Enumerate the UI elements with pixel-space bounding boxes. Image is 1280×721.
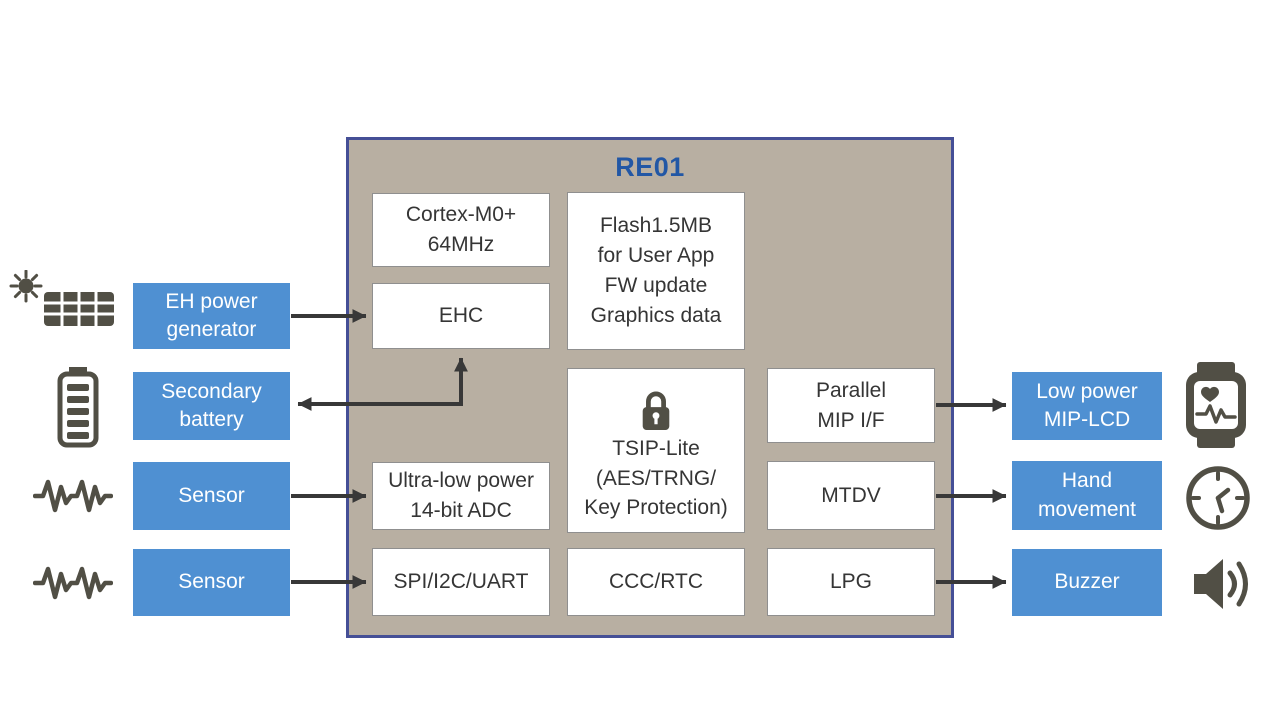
block-adc: Ultra-low power 14-bit ADC: [372, 462, 550, 530]
clock-icon: [1184, 464, 1252, 532]
block-ehc: EHC: [372, 283, 550, 349]
input-eh-power-generator: EH power generator: [133, 283, 290, 349]
block-lpg: LPG: [767, 548, 935, 616]
smartwatch-icon: [1180, 362, 1252, 448]
block-tsip-label: TSIP-Lite (AES/TRNG/ Key Protection): [584, 436, 728, 520]
waveform-icon: [33, 477, 113, 515]
solar-panel-icon: [6, 270, 118, 332]
block-parallel-mip: Parallel MIP I/F: [767, 368, 935, 443]
battery-icon: [55, 366, 101, 448]
waveform-icon: [33, 564, 113, 602]
output-low-power-mip-lcd: Low power MIP-LCD: [1012, 372, 1162, 440]
input-secondary-battery: Secondary battery: [133, 372, 290, 440]
output-hand-movement: Hand movement: [1012, 461, 1162, 530]
speaker-icon: [1192, 551, 1254, 617]
lock-icon: [637, 388, 675, 432]
output-buzzer: Buzzer: [1012, 549, 1162, 616]
block-cortex-m0: Cortex-M0+ 64MHz: [372, 193, 550, 267]
block-spi-i2c-uart: SPI/I2C/UART: [372, 548, 550, 616]
input-sensor-1: Sensor: [133, 462, 290, 530]
block-tsip-lite: TSIP-Lite (AES/TRNG/ Key Protection): [567, 368, 745, 533]
input-sensor-2: Sensor: [133, 549, 290, 616]
panel-title: RE01: [615, 152, 685, 182]
block-ccc-rtc: CCC/RTC: [567, 548, 745, 616]
block-mtdv: MTDV: [767, 461, 935, 530]
block-flash: Flash1.5MB for User App FW update Graphi…: [567, 192, 745, 350]
